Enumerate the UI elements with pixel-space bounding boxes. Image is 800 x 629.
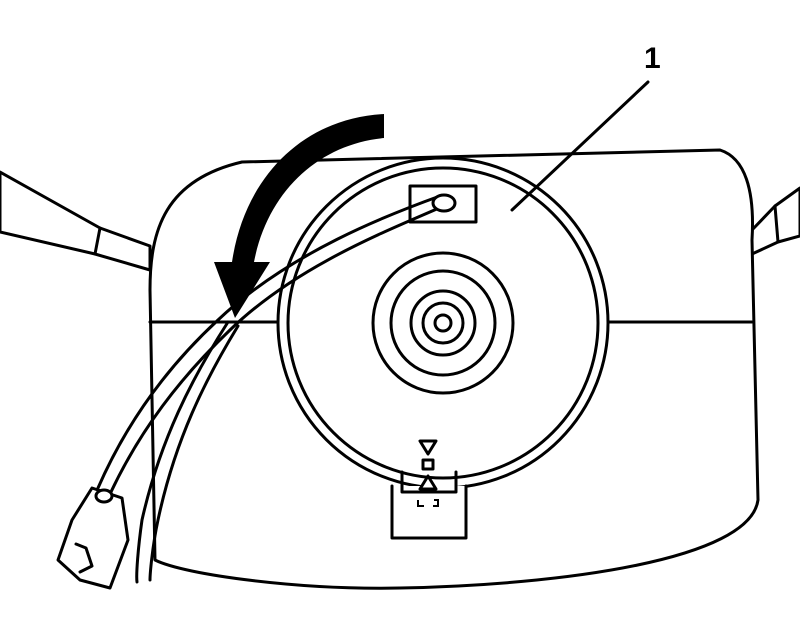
alignment-mark-up-icon [418, 474, 438, 491]
alignment-center-icon [421, 458, 435, 471]
tab-latch-icon [417, 499, 439, 507]
left-stalk [0, 170, 152, 272]
callout-label: 1 [644, 42, 661, 75]
alignment-mark-down-icon [418, 439, 438, 456]
clock-spring [276, 156, 610, 490]
alignment-tab [390, 470, 468, 540]
wire-harness [96, 193, 457, 584]
harness-connector [56, 486, 130, 590]
rotation-arrow-icon [214, 114, 384, 318]
callout-leader-line [510, 80, 650, 212]
right-stalk [750, 186, 800, 256]
